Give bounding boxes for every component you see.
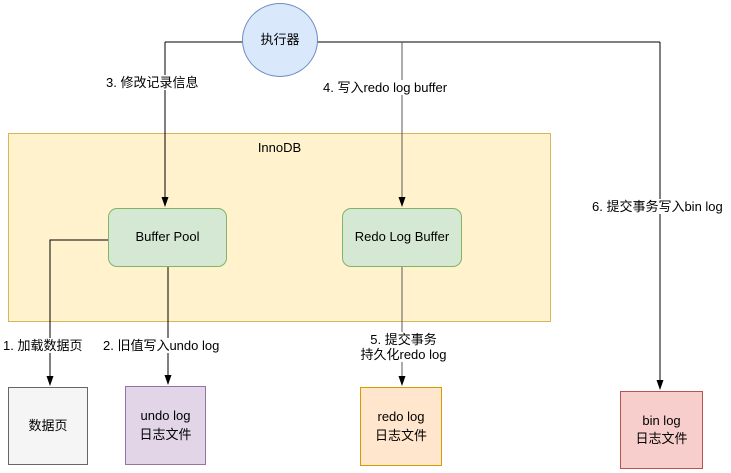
executor-node: 执行器 bbox=[242, 3, 318, 77]
edge-label-step1: 1. 加载数据页 bbox=[2, 338, 84, 353]
bin-log-file-node: bin log 日志文件 bbox=[620, 391, 703, 469]
edge-label-step5-line1: 5. 提交事务 bbox=[370, 332, 437, 347]
undo-log-file-label-line2: 日志文件 bbox=[139, 426, 192, 442]
data-page-node: 数据页 bbox=[8, 387, 88, 465]
edge-step1-to-data-page bbox=[46, 239, 108, 386]
redo-log-buffer-node: Redo Log Buffer bbox=[342, 208, 462, 267]
data-page-label: 数据页 bbox=[28, 417, 68, 433]
undo-log-file-node: undo log 日志文件 bbox=[125, 386, 206, 465]
buffer-pool-node: Buffer Pool bbox=[108, 208, 227, 267]
bin-log-file-label-line2: 日志文件 bbox=[635, 431, 688, 446]
edge-label-step2: 2. 旧值写入undo log bbox=[102, 338, 221, 353]
redo-log-file-label-line2: 日志文件 bbox=[374, 427, 427, 443]
redo-log-buffer-label: Redo Log Buffer bbox=[354, 229, 450, 245]
undo-log-file-label-line1: undo log bbox=[140, 408, 191, 424]
innodb-label: InnoDB bbox=[257, 140, 302, 155]
redo-log-file-node: redo log 日志文件 bbox=[360, 387, 442, 466]
edge-label-step5: 5. 提交事务 持久化redo log bbox=[330, 332, 477, 362]
edge-label-step3: 3. 修改记录信息 bbox=[105, 75, 200, 90]
redo-log-file-label-line1: redo log bbox=[377, 409, 425, 425]
edge-label-step4: 4. 写入redo log buffer bbox=[322, 80, 449, 95]
edge-label-step6: 6. 提交事务写入bin log bbox=[591, 199, 724, 214]
buffer-pool-label: Buffer Pool bbox=[135, 229, 200, 245]
bin-log-file-label-line1: bin log bbox=[642, 412, 681, 428]
edge-label-step5-line2: 持久化redo log bbox=[360, 347, 447, 362]
executor-label: 执行器 bbox=[260, 31, 300, 47]
